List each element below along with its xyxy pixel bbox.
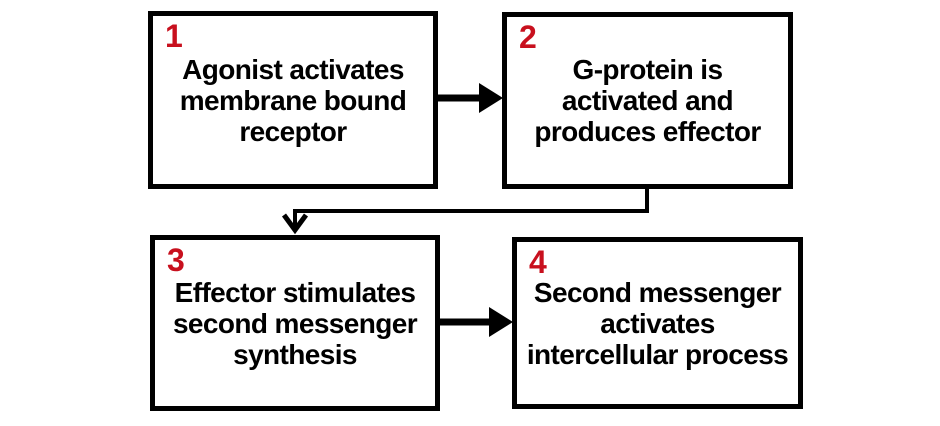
step-label-line: activated and <box>561 85 734 116</box>
step-label-line: G-protein is <box>572 54 724 85</box>
step-number-3: 3 <box>167 242 185 278</box>
step-box-1: 1 Agonist activates membrane bound recep… <box>148 11 438 189</box>
step-label-line: membrane bound <box>179 84 407 116</box>
step-label-line: receptor <box>239 115 347 147</box>
step-box-4: 4 Second messenger activates intercellul… <box>512 237 803 409</box>
step-number-4: 4 <box>529 244 547 280</box>
step-label-line: synthesis <box>233 338 357 370</box>
step-label-line: intercellular process <box>526 338 789 370</box>
step-label-line: produces effector <box>534 116 761 147</box>
step-label-line: Effector stimulates <box>174 276 416 308</box>
step-number-1: 1 <box>165 18 183 54</box>
step-box-3: 3 Effector stimulates second messenger s… <box>150 235 440 411</box>
step-label-4: Second messenger activates intercellular… <box>523 277 792 370</box>
step-label-1: Agonist activates membrane bound recepto… <box>176 54 411 147</box>
step-label-3: Effector stimulates second messenger syn… <box>169 277 421 370</box>
arrow-1-to-2-icon <box>437 83 503 113</box>
elbow-arrow-2-to-3-icon <box>281 187 649 235</box>
step-label-2: G-protein is activated and produces effe… <box>530 54 764 147</box>
step-box-2: 2 G-protein is activated and produces ef… <box>502 12 793 189</box>
step-number-2: 2 <box>519 19 537 55</box>
step-label-line: activates <box>600 307 715 339</box>
arrow-3-to-4-icon <box>440 307 513 337</box>
step-label-line: Second messenger <box>533 276 782 308</box>
step-label-line: Agonist activates <box>182 53 404 85</box>
step-label-line: second messenger <box>172 307 418 339</box>
